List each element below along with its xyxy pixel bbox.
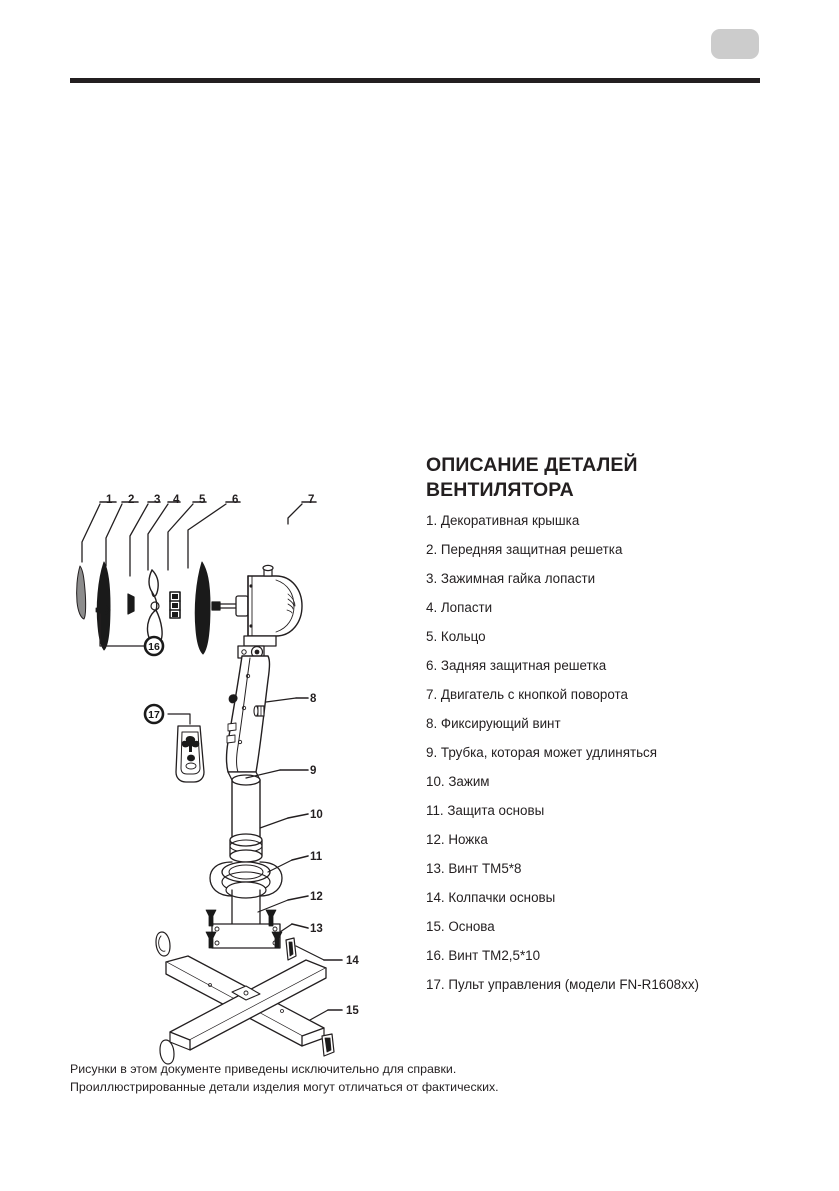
callout-10: 10	[310, 809, 323, 821]
parts-list-item-16: 16. Винт ТМ2,5*10	[426, 948, 541, 964]
parts-list-item-13: 13. Винт ТМ5*8	[426, 861, 522, 877]
parts-list-item-10: 10. Зажим	[426, 774, 490, 790]
callout-leader-lines	[81, 503, 303, 577]
parts-description-block: ОПИСАНИЕ ДЕТАЛЕЙ ВЕНТИЛЯТОРА 1. Декорати…	[426, 453, 826, 1007]
part-1-decorative-cap	[76, 565, 87, 620]
part-14-base-caps	[155, 931, 343, 961]
callout-5: 5	[199, 494, 206, 506]
part-15-cross-base	[159, 955, 343, 1065]
callout-8: 8	[310, 693, 317, 705]
parts-list-item-17: 17. Пульт управления (модели FN-R1608xx)	[426, 977, 699, 993]
callout-4: 4	[173, 494, 180, 506]
parts-list: 1. Декоративная крышка 2. Передняя защит…	[426, 513, 826, 993]
parts-list-item-8: 8. Фиксирующий винт	[426, 716, 561, 732]
callout-9: 9	[310, 765, 316, 777]
circled-callouts: 16 17	[143, 635, 165, 725]
parts-list-item-7: 7. Двигатель с кнопкой поворота	[426, 687, 628, 703]
parts-list-item-11: 11. Защита основы	[426, 803, 545, 819]
parts-list-item-9: 9. Трубка, которая может удлиняться	[426, 745, 658, 761]
part-5-ring	[169, 591, 181, 619]
page-number-tab	[711, 29, 759, 59]
part-8-neck-housing	[225, 655, 309, 781]
part-7-motor-housing	[211, 564, 303, 659]
part-16-screw-tm25	[95, 605, 145, 647]
part-4-blades	[146, 569, 163, 646]
parts-list-item-4: 4. Лопасти	[426, 600, 493, 616]
parts-list-item-3: 3. Зажимная гайка лопасти	[426, 571, 596, 587]
parts-list-item-14: 14. Колпачки основы	[426, 890, 556, 906]
parts-list-item-2: 2. Передняя защитная решетка	[426, 542, 623, 558]
part-6-rear-guard	[194, 561, 211, 655]
callout-13: 13	[310, 923, 323, 935]
disclaimer-note: Рисунки в этом документе приведены исклю…	[70, 1062, 499, 1095]
part-11-base-protection	[209, 855, 309, 899]
parts-list-item-15: 15. Основа	[426, 919, 495, 935]
callout-7: 7	[308, 494, 314, 506]
callout-15: 15	[346, 1005, 359, 1017]
callout-2: 2	[128, 494, 134, 506]
part-2-front-guard	[96, 561, 111, 651]
parts-list-item-12: 12. Ножка	[426, 832, 488, 848]
callout-12: 12	[310, 891, 323, 903]
fan-exploded-diagram: 1 2 3 4 5 6 7 8 9 10 11 12 13 14 15 16	[60, 480, 390, 1065]
parts-list-item-6: 6. Задняя защитная решетка	[426, 658, 607, 674]
parts-list-item-5: 5. Кольцо	[426, 629, 486, 645]
part-13-screws-tm5	[205, 909, 309, 949]
callout-3: 3	[154, 494, 160, 506]
callout-1: 1	[106, 494, 113, 506]
part-9-extendable-tube	[231, 769, 309, 841]
part-17-remote-control	[167, 713, 205, 783]
callout-6: 6	[232, 494, 238, 506]
page-title: ОПИСАНИЕ ДЕТАЛЕЙ ВЕНТИЛЯТОРА	[426, 454, 638, 502]
callout-14: 14	[346, 955, 359, 967]
part-3-blade-nut	[127, 593, 135, 615]
header-divider	[70, 78, 760, 83]
callout-16: 16	[148, 641, 160, 653]
callout-labels: 1 2 3 4 5 6 7 8 9 10 11 12 13 14 15	[106, 494, 359, 1017]
callout-11: 11	[310, 851, 323, 863]
part-10-clamp	[229, 813, 309, 863]
parts-list-item-1: 1. Декоративная крышка	[426, 513, 580, 529]
callout-17: 17	[148, 709, 160, 721]
